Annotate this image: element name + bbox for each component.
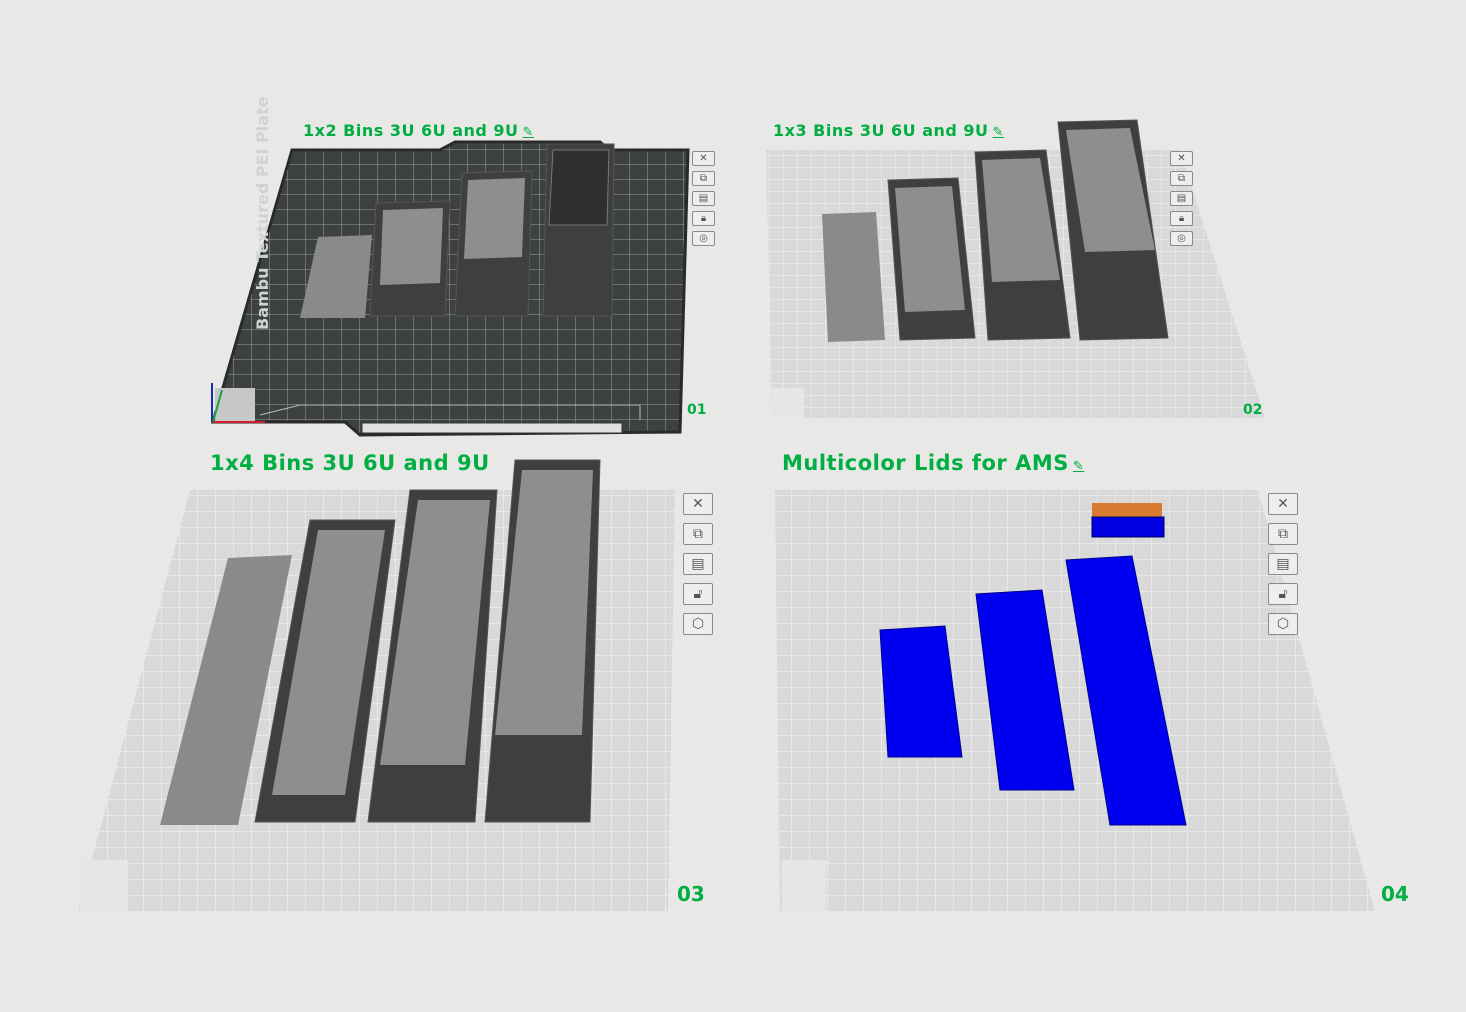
orient-icon[interactable]: ◎	[1170, 231, 1193, 246]
plate-settings-icon[interactable]: ▤	[1268, 553, 1298, 575]
lock-icon[interactable]: 🔓︎	[683, 583, 713, 605]
plate-3[interactable]	[78, 459, 675, 912]
close-icon[interactable]: ✕	[692, 151, 715, 166]
orient-icon[interactable]: ⬡	[683, 613, 713, 635]
orient-icon[interactable]: ⬡	[1268, 613, 1298, 635]
plate-4-number: 04	[1381, 882, 1409, 906]
plate-1-bed	[211, 140, 690, 437]
lock-icon[interactable]: 🔒︎	[692, 211, 715, 226]
plate-3-title[interactable]: 1x4 Bins 3U 6U and 9U	[210, 451, 490, 475]
close-icon[interactable]: ✕	[683, 493, 713, 515]
edit-pencil-icon[interactable]: ✎	[992, 125, 1004, 140]
plate-3-number: 03	[677, 882, 705, 906]
edit-pencil-icon[interactable]: ✎	[1072, 459, 1085, 474]
object-lid-3u[interactable]	[879, 625, 963, 758]
plate-4-toolbar: ✕ ⧉ ▤ 🔓︎ ⬡	[1268, 493, 1298, 643]
plate-4[interactable]	[775, 490, 1375, 912]
object-lid-9u[interactable]	[1065, 555, 1187, 826]
plate-settings-icon[interactable]: ▤	[1170, 191, 1193, 206]
edit-pencil-icon[interactable]: ✎	[522, 125, 534, 140]
lock-icon[interactable]: 🔓︎	[1268, 583, 1298, 605]
lock-icon[interactable]: 🔒︎	[1170, 211, 1193, 226]
object-lid[interactable]	[160, 555, 292, 825]
auto-arrange-icon[interactable]: ⧉	[1268, 523, 1298, 545]
auto-arrange-icon[interactable]: ⧉	[683, 523, 713, 545]
object-orange-lid-stack[interactable]	[1092, 503, 1162, 517]
plate-1-number: 01	[687, 402, 707, 418]
close-icon[interactable]: ✕	[1170, 151, 1193, 166]
plate-3-toolbar: ✕ ⧉ ▤ 🔓︎ ⬡	[683, 493, 713, 643]
plate-1[interactable]: Bambu Textured PEI Plate	[211, 96, 690, 437]
plate-settings-icon[interactable]: ▤	[692, 191, 715, 206]
plate-2-number: 02	[1243, 402, 1263, 418]
plate-1-title[interactable]: 1x2 Bins 3U 6U and 9U✎	[303, 121, 534, 140]
object-lid[interactable]	[300, 235, 372, 318]
plate-4-bed	[775, 490, 1375, 912]
close-icon[interactable]: ✕	[1268, 493, 1298, 515]
plate-4-title[interactable]: Multicolor Lids for AMS✎	[782, 451, 1085, 475]
plate-settings-icon[interactable]: ▤	[683, 553, 713, 575]
orient-icon[interactable]: ◎	[692, 231, 715, 246]
plate-2-toolbar: ✕ ⧉ ▤ 🔒︎ ◎	[1170, 151, 1193, 251]
plate-2-title[interactable]: 1x3 Bins 3U 6U and 9U✎	[773, 121, 1004, 140]
auto-arrange-icon[interactable]: ⧉	[692, 171, 715, 186]
object-lid[interactable]	[822, 212, 885, 342]
plate-1-toolbar: ✕ ⧉ ▤ 🔒︎ ◎	[692, 151, 715, 251]
plate-1-bed-label: Bambu Textured PEI Plate	[253, 96, 272, 330]
plate-2[interactable]	[766, 119, 1265, 418]
auto-arrange-icon[interactable]: ⧉	[1170, 171, 1193, 186]
y-axis	[212, 389, 223, 423]
object-lid-6u[interactable]	[975, 589, 1075, 791]
